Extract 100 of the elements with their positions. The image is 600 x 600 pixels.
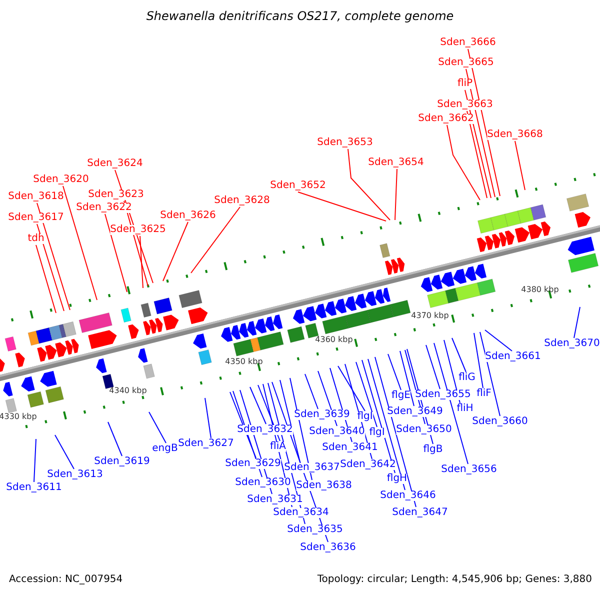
footer-text: Accession: NC_007954 — [9, 575, 123, 585]
leader-line — [62, 186, 98, 300]
leader-line — [108, 422, 122, 456]
gene-label: Sden_3619 — [94, 457, 150, 467]
gene-label: Sden_3623 — [88, 190, 144, 200]
leader-line — [162, 222, 188, 282]
gene-label: Sden_3626 — [160, 211, 216, 221]
gene-label: Sden_3660 — [472, 417, 528, 427]
gene-label: Sden_3622 — [76, 203, 132, 213]
leader-line — [140, 236, 144, 288]
position-tick-label: 4360 kbp — [315, 336, 353, 344]
leader-line — [426, 344, 440, 390]
leader-line — [204, 398, 212, 438]
leader-line — [368, 358, 406, 490]
leader-line — [348, 148, 390, 220]
gene-label: Sden_3624 — [87, 159, 143, 169]
leader-line — [36, 224, 64, 312]
leader-line — [338, 366, 366, 412]
leader-line — [36, 244, 56, 314]
leader-line — [250, 386, 266, 424]
gene-label: Sden_3617 — [8, 213, 64, 223]
leader-line — [574, 306, 580, 338]
leader-line — [356, 362, 378, 428]
gene-label: engB — [152, 444, 178, 454]
gene-label: fliA — [270, 442, 286, 452]
gene-label: Sden_3634 — [273, 508, 329, 518]
leader-line — [148, 412, 166, 444]
gene-label: fliP — [457, 79, 473, 89]
leader-line — [304, 374, 318, 410]
leader-line — [394, 168, 398, 220]
leader-line — [466, 110, 488, 198]
leader-line — [400, 350, 414, 406]
gene-label: Sden_3638 — [296, 481, 352, 491]
leader-line — [190, 206, 240, 274]
diagram-title: Shewanella denitrificans OS217, complete genome — [145, 10, 455, 22]
gene-label: Sden_3642 — [340, 460, 396, 470]
gene-label: Sden_3618 — [8, 192, 64, 202]
gene-label: Sden_3627 — [178, 439, 234, 449]
gene-label: Sden_3666 — [440, 38, 496, 48]
gene-label: Sden_3625 — [110, 225, 166, 235]
leader-line — [514, 140, 526, 190]
leader-line — [374, 356, 416, 508]
gene-label: flgH — [386, 474, 408, 484]
gene-label: fliG — [458, 373, 476, 383]
gene-label: Sden_3613 — [47, 470, 103, 480]
gene-label: fliH — [456, 404, 474, 414]
leader-line — [474, 332, 484, 388]
gene-label: Sden_3661 — [485, 352, 541, 362]
leader-line — [54, 434, 74, 470]
gene-label: Sden_3635 — [287, 525, 343, 535]
leader-line — [388, 354, 402, 390]
leader-line — [446, 124, 480, 200]
gene-label: Sden_3649 — [387, 407, 443, 417]
gene-label: Sden_3640 — [309, 427, 365, 437]
position-tick-label: 4330 kbp — [0, 413, 37, 421]
gene-label: Sden_3663 — [437, 100, 493, 110]
gene-label: Sden_3653 — [317, 138, 373, 148]
gene-label: flgI — [357, 412, 373, 422]
gene-label: Sden_3646 — [380, 491, 436, 501]
leader-line — [36, 202, 70, 310]
leader-line — [466, 68, 496, 198]
gene-label: Sden_3628 — [214, 196, 270, 206]
leader-line — [468, 48, 500, 196]
gene-label: Sden_3670 — [544, 339, 600, 349]
gene-label: Sden_3636 — [300, 543, 356, 553]
gene-label: Sden_3652 — [270, 181, 326, 191]
leader-line — [34, 438, 36, 482]
gene-label: tdh — [28, 234, 44, 244]
gene-label: flgB — [423, 445, 443, 455]
gene-label: Sden_3632 — [237, 425, 293, 435]
position-tick-label: 4340 kbp — [109, 387, 147, 395]
gene-label: Sden_3647 — [392, 508, 448, 518]
gene-label: Sden_3641 — [322, 443, 378, 453]
gene-label: flgE — [392, 391, 410, 401]
footer-text: Topology: circular; Length: 4,545,906 bp; Genes: 3,880 — [317, 575, 592, 585]
leader-line — [104, 214, 128, 292]
leader-line — [230, 392, 256, 458]
gene-label: Sden_3620 — [33, 175, 89, 185]
gene-label: Sden_3629 — [225, 459, 281, 469]
gene-label: Sden_3630 — [235, 478, 291, 488]
gene-label: Sden_3654 — [368, 158, 424, 168]
gene-label: Sden_3637 — [284, 463, 340, 473]
gene-label: Sden_3656 — [441, 465, 497, 475]
position-tick-label: 4380 kbp — [521, 286, 559, 294]
gene-label: Sden_3668 — [487, 130, 543, 140]
leader-line — [298, 192, 386, 222]
gene-label: flgI — [369, 428, 385, 438]
gene-label: Sden_3611 — [6, 483, 62, 493]
gene-label: Sden_3631 — [247, 495, 303, 505]
gene-label: fliF — [476, 389, 492, 399]
position-tick-label: 4370 kbp — [411, 312, 449, 320]
leader-line — [484, 330, 512, 352]
gene-label: Sden_3639 — [294, 410, 350, 420]
leader-line — [452, 338, 466, 372]
leader-line — [280, 380, 300, 462]
gene-label: Sden_3665 — [438, 58, 494, 68]
leader-line — [434, 342, 468, 464]
leader-line — [480, 332, 500, 416]
position-tick-label: 4350 kbp — [225, 358, 263, 366]
leader-line — [362, 360, 396, 474]
